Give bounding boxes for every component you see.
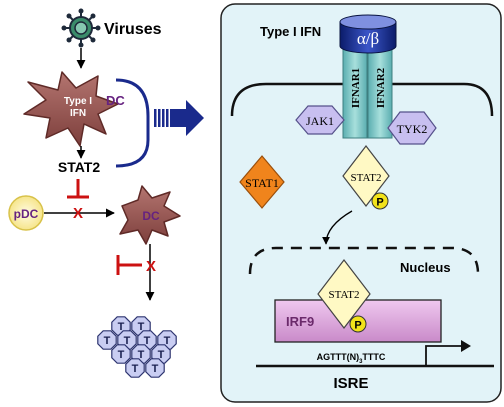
t-cell: [111, 344, 131, 364]
t-cell-label: T: [158, 349, 165, 361]
t-cell-label: T: [124, 335, 131, 347]
t-cell-label: T: [144, 335, 151, 347]
t-cell-label: T: [132, 363, 139, 375]
phospho-badge-cytoplasm: [371, 192, 389, 210]
pdc-cell: [8, 195, 44, 231]
isre-label: ISRE: [333, 375, 368, 392]
phospho-badge-nucleus: [349, 315, 367, 333]
t-cell-label: T: [138, 321, 145, 333]
dc-label-middle: DC: [142, 209, 160, 223]
phospho-label-nucleus: P: [354, 320, 361, 332]
transcription-start-arrow: [425, 345, 462, 366]
pdc-label: pDC: [14, 207, 39, 221]
t-cell: [97, 330, 117, 350]
stat2-label-left: STAT2: [58, 159, 100, 175]
ifn-ligand-cylinder: [339, 21, 397, 54]
dc-label-top: DC: [106, 93, 125, 108]
ifn-ligand-cap: [339, 14, 397, 30]
type1-ifn-label: Type I IFN: [260, 24, 321, 39]
translocation-arrow: [322, 210, 353, 245]
virus-label: Viruses: [104, 21, 162, 38]
t-cell-label: T: [152, 363, 159, 375]
jak1-kinase: [295, 105, 345, 135]
tyk2-label: TYK2: [397, 122, 428, 136]
stat2-label-cytoplasm: STAT2: [351, 172, 382, 184]
stat2-protein-cytoplasm: [342, 145, 390, 207]
stat1-protein: [239, 155, 285, 209]
phospho-label-cytoplasm: P: [376, 197, 383, 209]
nucleus-label: Nucleus: [400, 260, 451, 275]
t-cell-label: T: [164, 335, 171, 347]
pdc-inhibit-x: X: [73, 205, 83, 222]
dc-bracket: [115, 78, 150, 168]
virus-icon: [61, 8, 101, 48]
t-cell-inhibition-bar: [116, 255, 142, 275]
t-cell-label: T: [138, 349, 145, 361]
transcription-arrowhead: [461, 340, 471, 352]
tcell-inhibit-x: X: [146, 258, 156, 275]
left-panel: Viruses Type I IFN DC STAT2 pDC X DC X: [8, 8, 204, 378]
t-cell-label: T: [118, 349, 125, 361]
dendritic-cell-top: [23, 71, 119, 147]
t-cell-label: T: [118, 321, 125, 333]
type1-ifn-line1: Type I: [64, 96, 92, 107]
isre-sequence: AGTTT(N)3TTTC: [317, 352, 386, 365]
stat2-protein-nucleus: [317, 259, 371, 329]
jak1-label: JAK1: [306, 114, 334, 128]
irf9-label: IRF9: [286, 314, 314, 329]
t-cell-label: T: [104, 335, 111, 347]
ifnar2-receptor: [367, 37, 393, 139]
right-panel: Type I IFN IFNAR1 IFNAR2 α/β JAK1 TYK2 S…: [220, 3, 502, 403]
ifnar2-label: IFNAR2: [375, 67, 387, 108]
tyk2-kinase: [387, 111, 437, 145]
transition-arrow: [154, 100, 204, 136]
dendritic-cell-middle: [119, 185, 181, 245]
alpha-beta-label: α/β: [357, 29, 379, 48]
stat2-label-nucleus: STAT2: [329, 289, 360, 301]
t-cell: [145, 358, 165, 378]
type1-ifn-line2: IFN: [70, 108, 86, 119]
stat2-inhibition-bar: [67, 179, 89, 199]
ifnar1-label: IFNAR1: [350, 68, 362, 108]
stat1-label: STAT1: [245, 176, 279, 190]
t-cell: [125, 358, 145, 378]
